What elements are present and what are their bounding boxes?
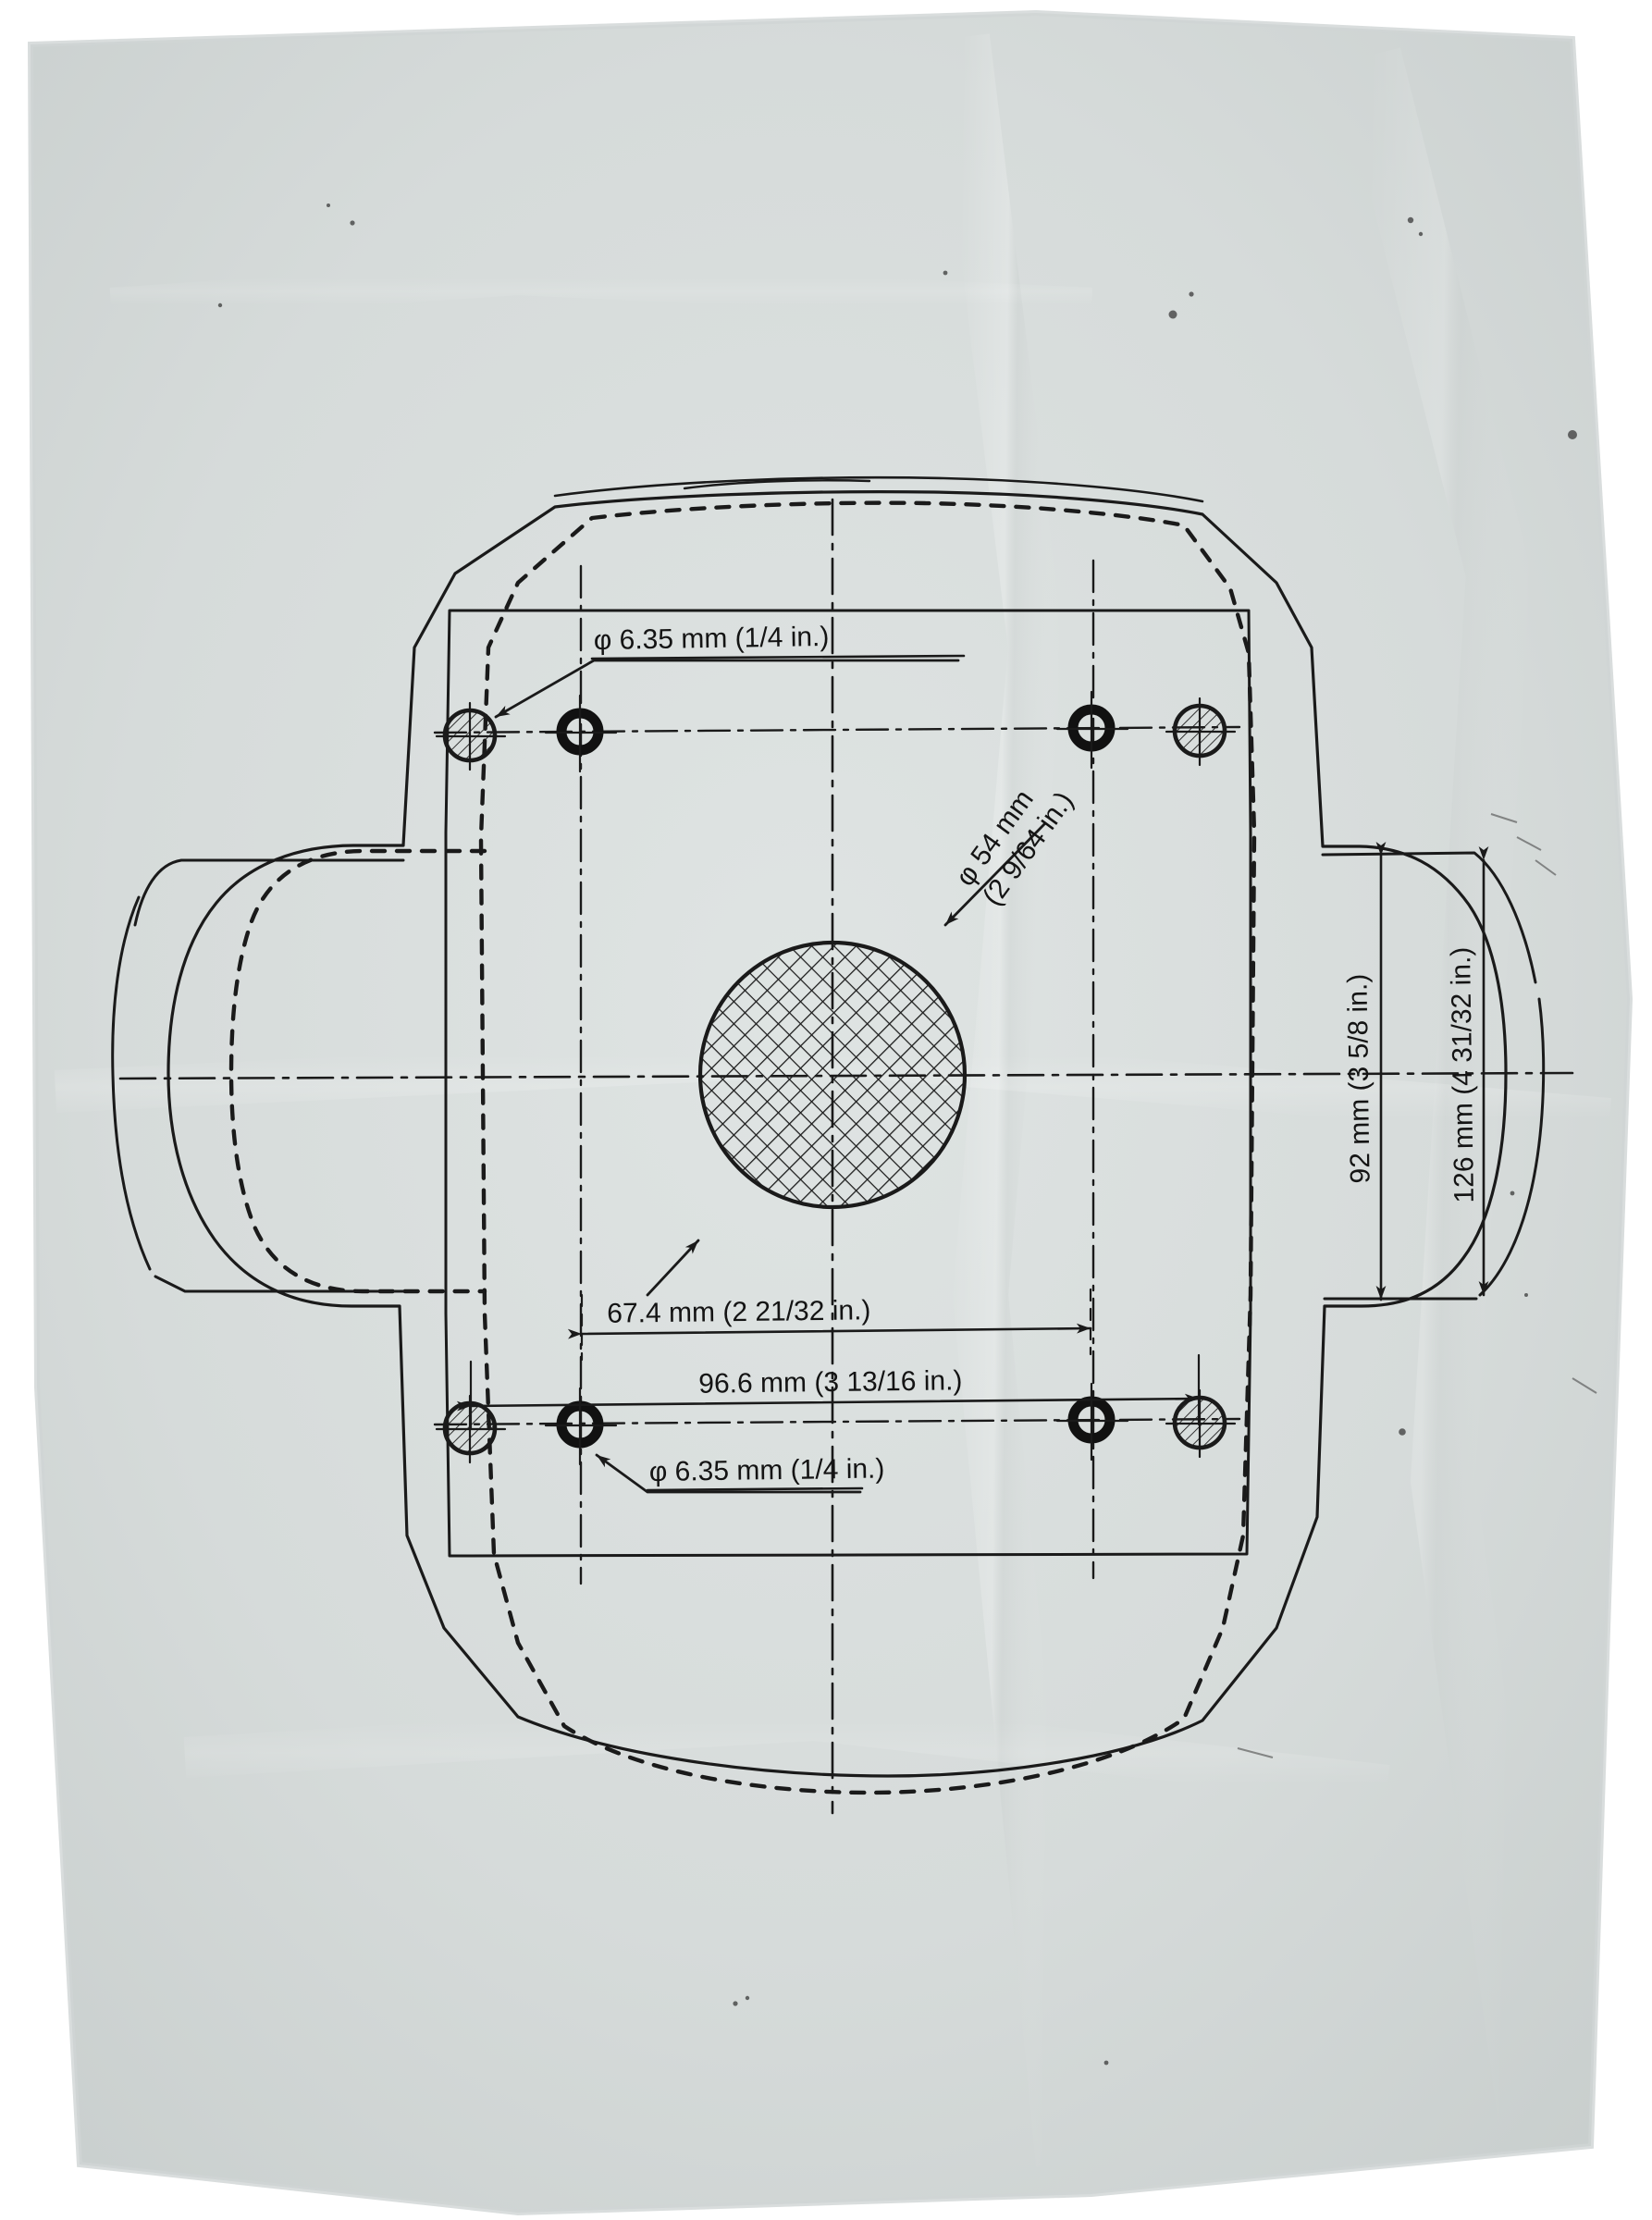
centerline-holes-bottom [433,1417,1241,1426]
hatched-bore [697,940,968,1210]
paper-edge-shadow [27,9,1634,2216]
callout-underline-top [590,654,966,660]
top-ridge-line-2 [683,479,871,490]
plate-outline [444,609,1252,1558]
left-boss-arc [111,895,152,1271]
paper-crease [1338,47,1568,2160]
technical-drawing [111,475,1574,1815]
paper-specks [217,204,1577,2066]
label-hole-bottom: φ 6.35 mm (1/4 in.) [649,1453,885,1487]
paper-crease [109,259,1092,323]
label-dimension-outer-height: 126 mm (4 31/32 in.) [1446,947,1480,1203]
left-boss-bottom [154,1275,405,1293]
hole-top-right-outer [1165,697,1237,767]
top-ridge-line [553,475,1204,503]
label-dimension-inner-height: 92 mm (3 5/8 in.) [1342,974,1375,1184]
callout-underline-bottom [646,1486,864,1492]
label-dimension-inner-width: 67.4 mm (2 21/32 in.) [607,1295,871,1328]
right-boss-arc [1478,997,1546,1297]
hole-top-right-inner [1055,690,1129,770]
leader-hole-bottom [595,1453,862,1494]
leader-bore-lower [646,1239,700,1297]
dimension-outer-width [456,1353,1201,1431]
label-dimension-outer-width: 96.6 mm (3 13/16 in.) [698,1365,963,1399]
left-boss-outline [133,858,405,927]
leader-bore-upper [943,821,1047,927]
hole-top-left-outer [435,701,507,771]
paper-crease [183,1699,1390,1806]
right-boss-outline [1321,851,1537,984]
hole-top-left-inner [544,694,618,773]
drawing-labels: φ 6.35 mm (1/4 in.) φ 6.35 mm (1/4 in.) … [594,622,1480,1487]
paper-scratches [1237,813,1597,1758]
dimension-inner-width [567,1288,1092,1362]
leader-hole-top [494,659,960,719]
dashed-body-outline [478,500,1257,1795]
label-hole-top: φ 6.35 mm (1/4 in.) [594,622,830,656]
